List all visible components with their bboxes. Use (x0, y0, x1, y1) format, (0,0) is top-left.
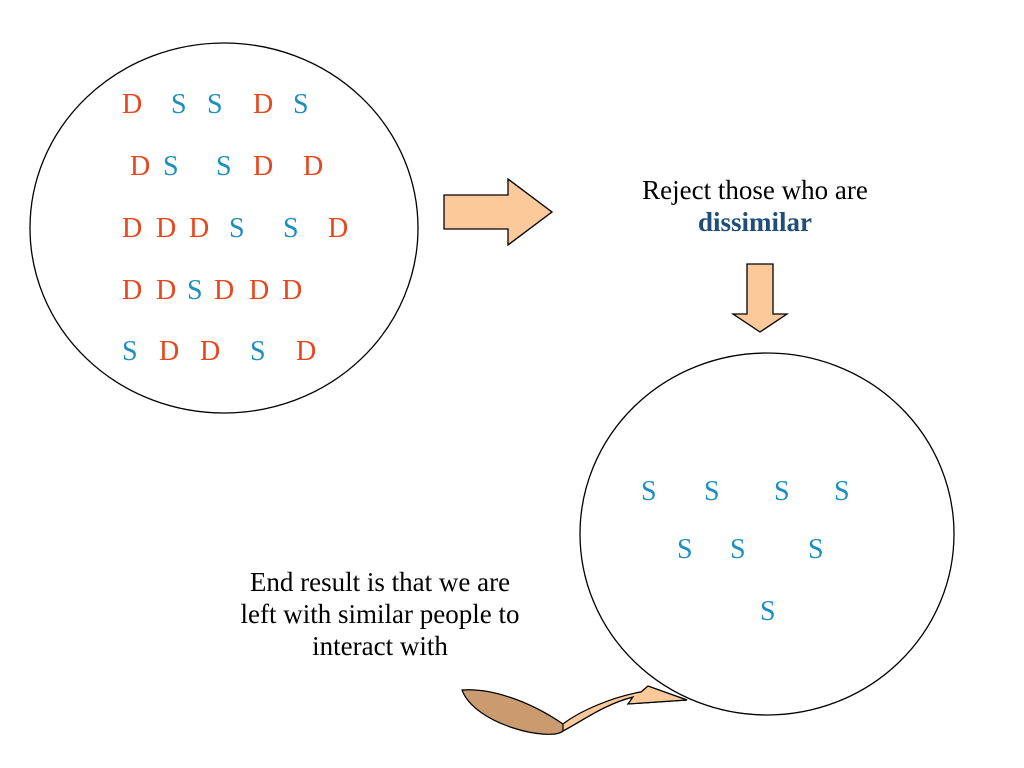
filtered-similar-letter: S (834, 476, 850, 507)
curved-arrow-highlight (562, 685, 688, 732)
reject-caption-line: Reject those who are (642, 175, 868, 205)
population-dissimilar-letter: D (156, 275, 176, 306)
filtered-similar-letter: S (641, 476, 657, 507)
filtered-similar-letter: S (730, 534, 746, 565)
population-similar-letter: S (163, 151, 179, 182)
population-dissimilar-letter: D (122, 213, 142, 244)
filtered-similar-letter: S (808, 534, 824, 565)
population-similar-letter: S (187, 275, 203, 306)
filtered-similar-letter: S (677, 534, 693, 565)
population-similar-letter: S (122, 336, 138, 367)
filtered-similar-letter: S (774, 476, 790, 507)
population-dissimilar-letter: D (200, 336, 220, 367)
end-caption-line-3: interact with (312, 631, 448, 661)
population-dissimilar-letter: D (303, 151, 323, 182)
end-caption-line-1: End result is that we are (249, 567, 511, 597)
population-dissimilar-letter: D (214, 275, 234, 306)
end-result-caption: End result is that we are left with simi… (185, 566, 575, 662)
population-dissimilar-letter: D (253, 89, 273, 120)
population-similar-letter: S (229, 213, 245, 244)
population-similar-letter: S (216, 151, 232, 182)
population-similar-letter: S (207, 89, 223, 120)
population-similar-letter: S (250, 336, 266, 367)
population-dissimilar-letter: D (253, 151, 273, 182)
population-circle (29, 42, 419, 414)
filtered-circle (579, 352, 955, 716)
population-dissimilar-letter: D (130, 151, 150, 182)
population-dissimilar-letter: D (122, 89, 142, 120)
population-dissimilar-letter: D (282, 275, 302, 306)
population-similar-letter: S (293, 89, 309, 120)
population-dissimilar-letter: D (159, 336, 179, 367)
dissimilar-emphasis: dissimilar (697, 207, 812, 237)
population-similar-letter: S (283, 213, 299, 244)
population-dissimilar-letter: D (156, 213, 176, 244)
end-caption-line-2: left with similar people to (240, 599, 520, 629)
population-dissimilar-letter: D (122, 275, 142, 306)
filtered-similar-letter: S (704, 476, 720, 507)
reject-caption: Reject those who are dissimilar (590, 174, 920, 238)
population-dissimilar-letter: D (296, 336, 316, 367)
population-dissimilar-letter: D (189, 213, 209, 244)
population-similar-letter: S (171, 89, 187, 120)
population-dissimilar-letter: D (249, 275, 269, 306)
filtered-similar-letter: S (760, 596, 776, 627)
right-arrow-icon (443, 177, 554, 247)
population-dissimilar-letter: D (328, 213, 348, 244)
down-arrow-icon (730, 263, 790, 333)
